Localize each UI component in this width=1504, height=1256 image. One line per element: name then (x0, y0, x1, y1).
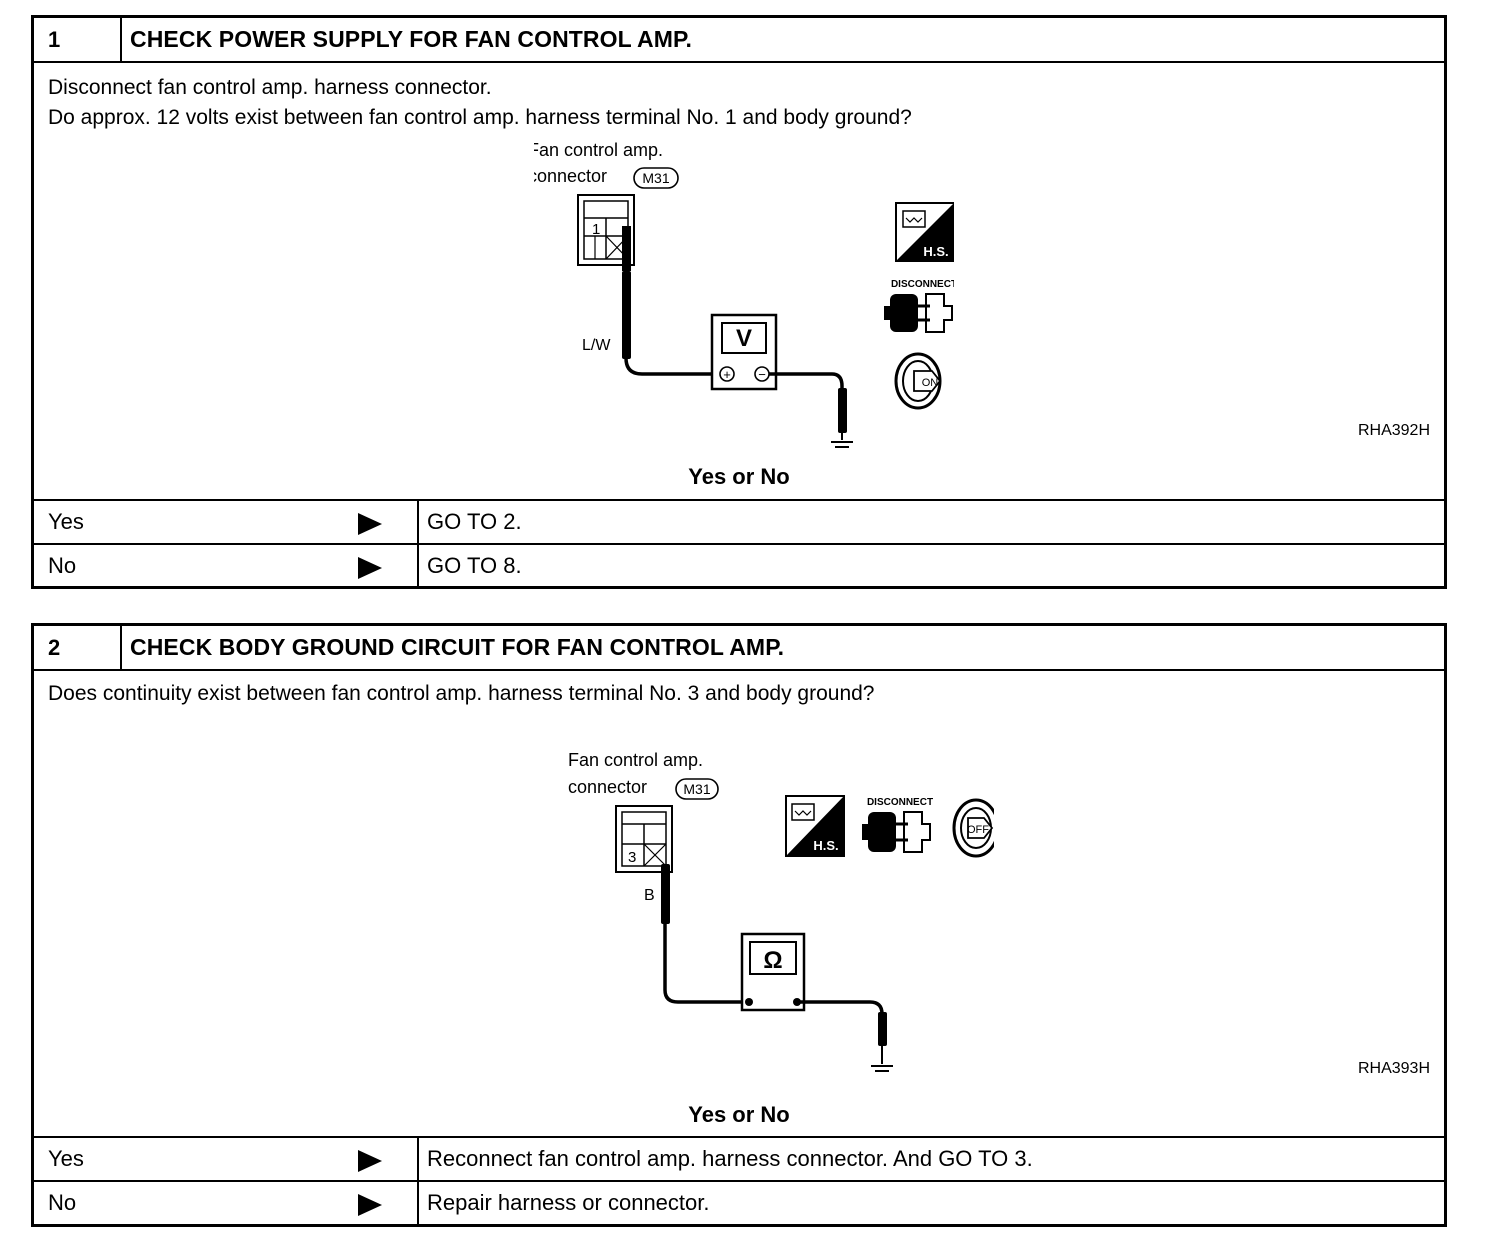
disconnect-label: DISCONNECT (867, 797, 933, 808)
connector-label: Fan control amp. (534, 140, 663, 160)
ground-wire (769, 372, 844, 400)
step-1-box: 1 CHECK POWER SUPPLY FOR FAN CONTROL AMP… (31, 15, 1447, 589)
disconnect-icon (862, 811, 931, 853)
ground-symbol (831, 441, 853, 448)
figure-code: RHA393H (1357, 1060, 1430, 1077)
connector-code: M31 (642, 170, 669, 186)
question-line: Disconnect fan control amp. harness conn… (48, 76, 492, 99)
step-2-box: 2 CHECK BODY GROUND CIRCUIT FOR FAN CONT… (31, 623, 1447, 1227)
step-header: 1 CHECK POWER SUPPLY FOR FAN CONTROL AMP… (34, 18, 1444, 63)
probe (661, 864, 670, 924)
voltmeter (710, 313, 778, 391)
answer-row-yes: Yes Reconnect fan control amp. harness c… (34, 1136, 1444, 1180)
answer-label: No (48, 553, 77, 578)
wire-color: L/W (582, 337, 611, 354)
arrow-right-icon (358, 1150, 382, 1172)
step-number: 1 (34, 18, 122, 61)
step-title: CHECK BODY GROUND CIRCUIT FOR FAN CONTRO… (130, 634, 785, 660)
ground-symbol (871, 1046, 893, 1072)
answer-label-cell: Yes (34, 501, 419, 543)
answer-action: Repair harness or connector. (427, 1190, 710, 1215)
ground-probe (838, 388, 847, 433)
harness-side-icon (785, 795, 845, 857)
minus-terminal: − (758, 367, 766, 382)
question-line: Do approx. 12 volts exist between fan co… (48, 106, 912, 129)
harness-side-icon (895, 202, 954, 262)
answer-label-cell: No (34, 1182, 419, 1224)
probe (622, 226, 631, 271)
connector-code-badge (675, 778, 719, 800)
connector-label: Fan control amp. (568, 750, 703, 770)
plus-terminal: + (723, 367, 731, 382)
connector-code: M31 (683, 781, 710, 797)
disconnect-icon (884, 293, 953, 333)
answer-action: GO TO 2. (427, 509, 522, 534)
answer-action: Reconnect fan control amp. harness conne… (427, 1146, 1033, 1171)
step-number: 2 (34, 626, 122, 669)
ground-probe (878, 1012, 887, 1046)
hs-label: H.S. (923, 244, 948, 259)
answer-row-no: No GO TO 8. (34, 543, 1444, 587)
answer-label: Yes (48, 1146, 84, 1171)
wire (624, 357, 714, 376)
ohmmeter (740, 932, 806, 1012)
wire (663, 922, 746, 1004)
connector-code-badge (633, 167, 679, 189)
arrow-right-icon (358, 1194, 382, 1216)
arrow-right-icon (358, 513, 382, 535)
answer-label: Yes (48, 509, 84, 534)
terminal-number: 1 (592, 221, 600, 238)
answer-label-cell: No (34, 545, 419, 587)
question-line: Does continuity exist between fan contro… (48, 682, 875, 705)
answer-action: GO TO 8. (427, 553, 522, 578)
step-body: Does continuity exist between fan contro… (34, 671, 1444, 1136)
answer-row-no: No Repair harness or connector. (34, 1180, 1444, 1224)
wire-color: B (644, 887, 655, 904)
connector-label: connector (568, 777, 647, 797)
ignition-label: OFF (967, 824, 989, 836)
ignition-label: ON (922, 377, 939, 389)
meter-symbol: Ω (763, 947, 782, 974)
ignition-key-icon (894, 352, 942, 410)
ignition-key-icon (952, 798, 994, 858)
step-title: CHECK POWER SUPPLY FOR FAN CONTROL AMP. (130, 26, 692, 52)
yes-or-no-prompt: Yes or No (688, 1102, 790, 1127)
answer-label: No (48, 1190, 77, 1215)
disconnect-label: DISCONNECT (891, 279, 954, 290)
arrow-right-icon (358, 557, 382, 579)
terminal-number: 3 (628, 849, 636, 866)
harness-connector (615, 805, 673, 873)
voltage-check-diagram: Fan control amp. connector M31 1 L/W (534, 140, 954, 448)
step-header: 2 CHECK BODY GROUND CIRCUIT FOR FAN CONT… (34, 626, 1444, 671)
step-body: Disconnect fan control amp. harness conn… (34, 63, 1444, 498)
continuity-check-diagram: Fan control amp. connector M31 3 B (568, 750, 994, 1046)
probe-lead (622, 271, 631, 359)
hs-label: H.S. (813, 838, 838, 853)
figure-code: RHA392H (1357, 422, 1430, 439)
answer-row-yes: Yes GO TO 2. (34, 499, 1444, 543)
connector-label: connector (534, 166, 607, 186)
yes-or-no-prompt: Yes or No (688, 464, 790, 489)
meter-symbol: V (736, 325, 752, 352)
answer-label-cell: Yes (34, 1138, 419, 1180)
ground-wire (797, 1000, 884, 1022)
